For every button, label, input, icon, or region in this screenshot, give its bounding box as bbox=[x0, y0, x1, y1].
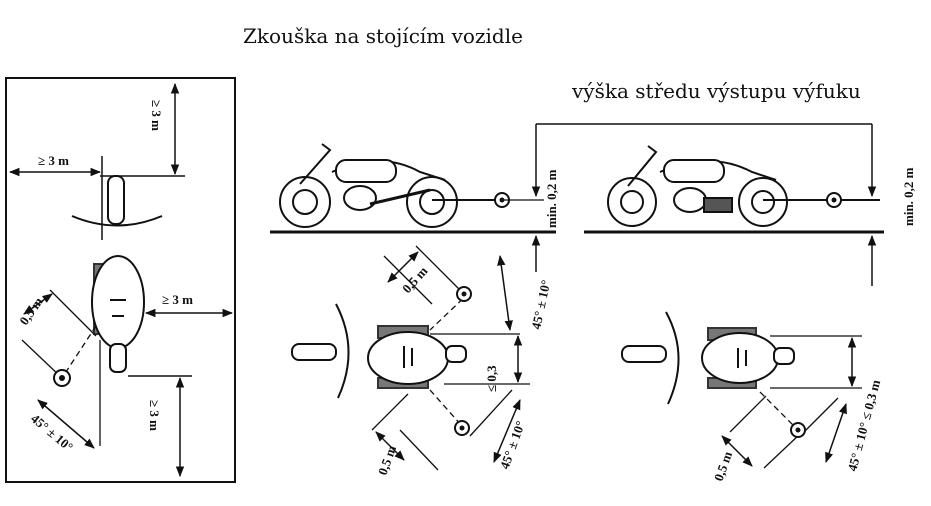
motorcycle-top-view bbox=[621, 311, 795, 405]
height-label: min. 0,2 m bbox=[544, 169, 559, 228]
mic-dist-label: 0,5 m bbox=[711, 449, 736, 483]
dist-top-label: ≥ 3 m bbox=[149, 100, 164, 131]
microphone-icon bbox=[456, 286, 472, 302]
dist-bottom-label: ≥ 3 m bbox=[147, 400, 162, 431]
left-panel-frame bbox=[5, 77, 236, 483]
mic-top-dist-label: 0,5 m bbox=[399, 263, 431, 296]
dist-right-label: ≥ 3 m bbox=[162, 292, 193, 307]
dist-left-label: ≥ 3 m bbox=[38, 153, 69, 168]
mic-top-angle-label: 45° ± 10° bbox=[528, 279, 553, 331]
motorcycle-side-view bbox=[607, 145, 880, 227]
middle-panel: min. 0,2 m 0,5 m 45° ± 10° bbox=[270, 123, 872, 477]
microphone-icon bbox=[53, 369, 71, 387]
height-label: min. 0,2 m bbox=[901, 167, 916, 226]
lateral-label: ≤ 0,3 bbox=[484, 365, 499, 392]
motorcycle-side-view bbox=[279, 143, 500, 228]
motorcycle-top-view-vertical bbox=[71, 175, 163, 373]
microphone-icon bbox=[826, 192, 842, 208]
angle-label: 45° ± 10° bbox=[28, 411, 76, 455]
motorcycle-top-view bbox=[291, 303, 467, 399]
exhaust-height-label: výška středu výstupu výfuku bbox=[572, 79, 861, 103]
diagram-title: Zkouška na stojícím vozidle bbox=[243, 24, 523, 48]
microphone-icon bbox=[454, 420, 470, 436]
mic-bottom-dist-label: 0,5 m bbox=[375, 443, 400, 477]
left-panel: ≥ 3 m ≥ 3 m ≥ 3 m ≥ 3 m 0,5 m 45° ± 10° bbox=[5, 77, 236, 483]
right-panel: min. 0,2 m 45° ± 10° ≤ 0,3 m 0,5 m bbox=[584, 124, 916, 483]
microphone-icon bbox=[790, 422, 806, 438]
lateral-angle-label: 45° ± 10° ≤ 0,3 m bbox=[844, 378, 883, 473]
mic-dist-label: 0,5 m bbox=[16, 294, 46, 328]
